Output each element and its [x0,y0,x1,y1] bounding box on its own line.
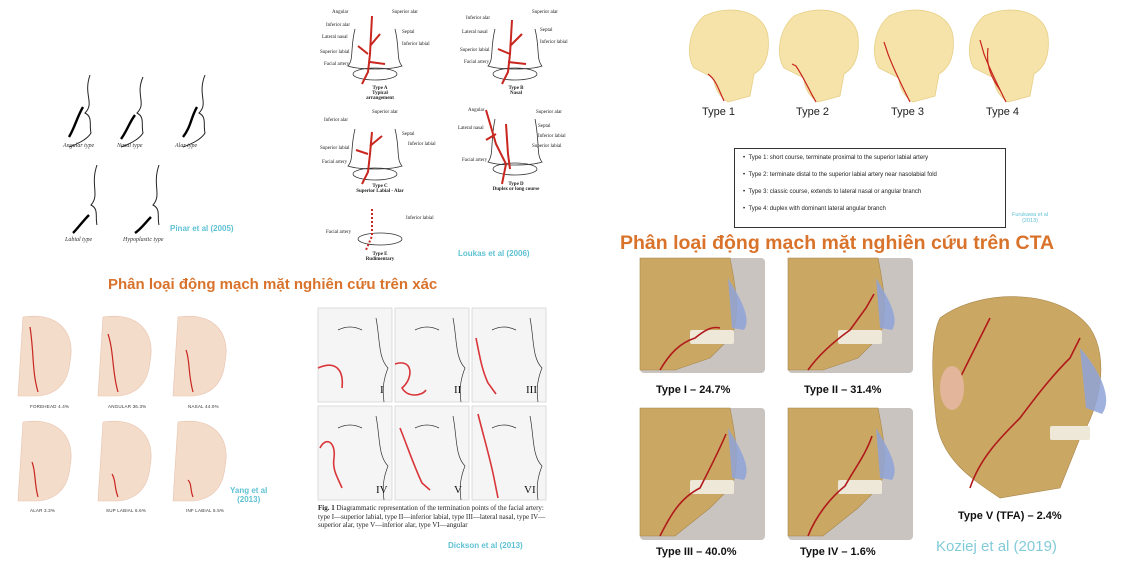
dickson-numeral-6: VI [524,484,536,496]
yang-type-inf-labial: INF LABIAL 5.5% [186,508,224,513]
loukas-a-label-septal: Septal [402,30,415,35]
pinar-label-nasal: Nasal type [117,143,143,149]
loukas-a-label-inferior-alar: Inferior alar [326,23,350,28]
dickson-caption-text: Diagrammatic representation of the termi… [318,504,545,529]
loukas-c-caption: Type C Superior Labial - Alar [350,184,410,194]
loukas-a-label-superior-alar: Superior alar [392,10,418,15]
loukas-b-label-lateral-nasal: Lateral nasal [462,30,488,35]
loukas-a-label-lateral-nasal: Lateral nasal [322,35,348,40]
dickson-citation: Dickson et al (2013) [448,541,523,550]
cta-heading: Phân loại động mạch mặt nghiên cứu trên … [620,232,1054,255]
pinar-citation: Pinar et al (2005) [170,224,234,233]
loukas-c-label-inferior-alar: Inferior alar [324,118,348,123]
furukawa-type-1: Type 1 [702,106,735,118]
dickson-caption: Fig. 1 Diagrammatic representation of th… [318,504,550,530]
dickson-numeral-5: V [454,484,462,496]
yang-type-angular: ANGULAR 36.3% [108,404,146,409]
yang-citation: Yang et al (2013) [230,486,267,504]
yang-type-nasal: NASAL 44.0% [188,404,219,409]
yang-type-alar: ALAR 3.3% [30,508,55,513]
furukawa-type-3: Type 3 [891,106,924,118]
loukas-b-label-superior-alar: Superior alar [532,10,558,15]
furukawa-desc-2: • Type 2: terminate distal to the superi… [743,172,999,178]
loukas-figure: Angular Superior alar Inferior alar Sept… [310,4,580,266]
loukas-e-caption: Type E Rudimentary [360,252,400,262]
furukawa-description-box: • Type 1: short course, terminate proxim… [734,148,1006,228]
loukas-b-label-facial-artery: Facial artery [464,60,489,65]
koziej-type-4: Type IV – 1.6% [800,546,876,558]
loukas-b-label-inferior-labial: Inferior labial [540,40,568,45]
furukawa-figure: Type 1 Type 2 Type 3 Type 4 [684,6,1064,124]
dickson-fig-label: Fig. 1 [318,504,335,512]
loukas-c-label-inferior-labial: Inferior labial [408,142,436,147]
loukas-b-caption: Type B Nasal [496,86,536,96]
dickson-numeral-2: II [454,384,461,396]
loukas-e-label-facial-artery: Facial artery [326,230,351,235]
loukas-c-label-superior-labial: Superior labial [320,146,350,151]
loukas-d-label-septal: Septal [538,124,551,129]
koziej-type-3: Type III – 40.0% [656,546,737,558]
loukas-e-label-inferior-labial: Inferior labial [406,216,434,221]
furukawa-desc-4: • Type 4: duplex with dominant lateral a… [743,206,999,212]
dickson-figure: I II III IV V VI [318,308,546,504]
loukas-a-label-superior-labial: Superior labial [320,50,350,55]
pinar-label-alar: Alar type [175,143,197,149]
loukas-a-caption: Type A Typical arrangement [360,86,400,101]
loukas-a-label-inferior-labial: Inferior labial [402,42,430,47]
koziej-citation: Koziej et al (2019) [936,538,1057,555]
dickson-numeral-4: IV [376,484,388,496]
furukawa-type-4: Type 4 [986,106,1019,118]
yang-type-forehead: FOREHEAD 4.4% [30,404,69,409]
loukas-c-label-superior-alar: Superior alar [372,110,398,115]
furukawa-type-2: Type 2 [796,106,829,118]
loukas-c-label-septal: Septal [402,132,415,137]
yang-type-sup-labial: SUP LABIAL 6.6% [106,508,146,513]
loukas-d-label-facial-artery: Facial artery [462,158,487,163]
dickson-sketch-grid [318,308,546,504]
furukawa-desc-1: • Type 1: short course, terminate proxim… [743,155,999,161]
furukawa-desc-3: • Type 3: classic course, extends to lat… [743,189,999,195]
loukas-d-label-inferior-labial: Inferior labial [538,134,566,139]
loukas-a-label-facial-artery: Facial artery [324,62,349,67]
dickson-numeral-1: I [380,384,384,396]
loukas-b-label-superior-labial: Superior labial [460,48,490,53]
loukas-citation: Loukas et al (2006) [458,249,530,258]
dickson-numeral-3: III [526,384,537,396]
loukas-d-label-superior-labial: Superior labial [532,144,562,149]
pinar-label-hypoplastic: Hypoplastic type [123,237,164,243]
loukas-a-label-angular: Angular [332,10,348,15]
loukas-d-caption: Type D Duplex or long course [486,182,546,192]
furukawa-citation: Furukawa et al (2013) [1012,212,1048,224]
cadaver-heading: Phân loại động mạch mặt nghiên cứu trên … [108,276,437,293]
loukas-c-label-facial-artery: Facial artery [322,160,347,165]
loukas-d-label-lateral-nasal: Lateral nasal [458,126,484,131]
koziej-type-2: Type II – 31.4% [804,384,881,396]
pinar-label-labial: Labial type [65,237,92,243]
loukas-b-label-inferior-alar: Inferior alar [466,16,490,21]
koziej-type-5: Type V (TFA) – 2.4% [958,510,1062,522]
loukas-b-label-septal: Septal [540,28,553,33]
loukas-d-label-angular: Angular [468,108,484,113]
pinar-label-angular: Angular type [63,143,94,149]
loukas-d-label-superior-alar: Superior alar [536,110,562,115]
koziej-figure: Type I – 24.7% Type II – 31.4% Type III … [640,258,1130,558]
koziej-type-1: Type I – 24.7% [656,384,730,396]
